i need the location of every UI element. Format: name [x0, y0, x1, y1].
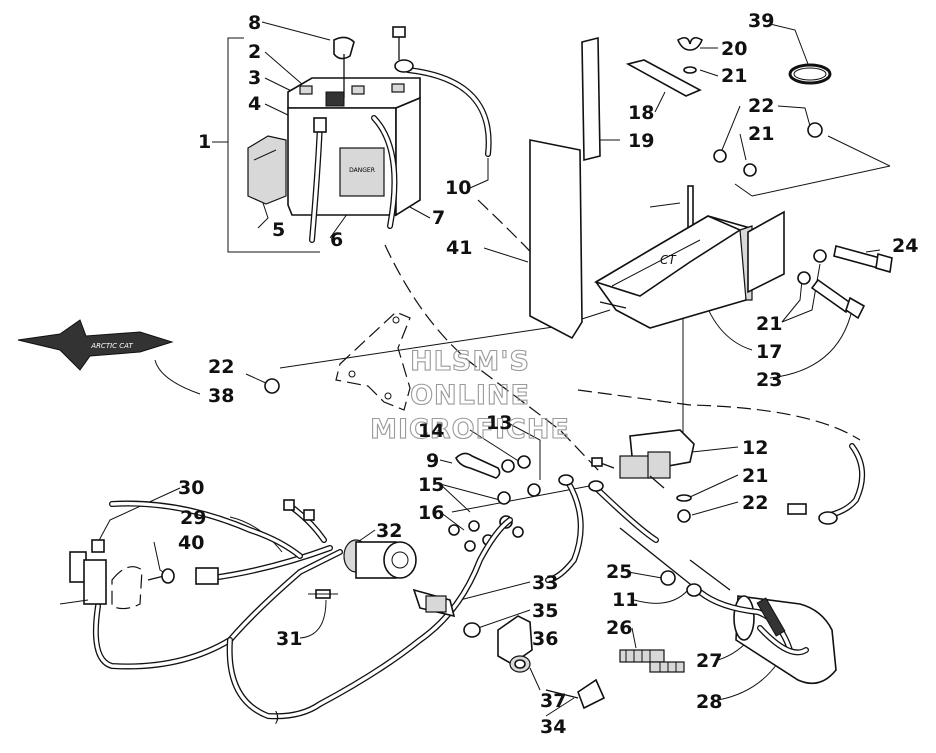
- terminal-hardware: [448, 452, 541, 552]
- callout-12: 12: [742, 437, 768, 459]
- starter-solenoid: [591, 429, 695, 489]
- callouts: 8 2 3 4 1 5 6 7 10 41 18 19 20 21 39 22 …: [178, 10, 918, 738]
- callout-9: 9: [426, 450, 439, 472]
- callout-40: 40: [178, 532, 204, 554]
- callout-29: 29: [180, 507, 206, 529]
- screw-40: [147, 568, 175, 584]
- washer-35: [463, 622, 481, 638]
- ignition-key: [545, 678, 606, 710]
- callout-25: 25: [606, 561, 632, 583]
- callout-11: 11: [612, 589, 638, 611]
- ignition-switch: [343, 539, 456, 618]
- springs: [619, 649, 685, 673]
- callout-8: 8: [248, 12, 261, 34]
- callout-37: 37: [540, 690, 566, 712]
- callout-17: 17: [756, 341, 782, 363]
- switch-nut: [509, 655, 531, 673]
- nut-25: [660, 570, 676, 586]
- callout-10: 10: [445, 177, 471, 199]
- callout-3: 3: [248, 67, 261, 89]
- battery-cable-negative: [309, 117, 327, 243]
- battery-cable-10: [392, 26, 492, 157]
- callout-16: 16: [418, 502, 444, 524]
- tray-bolts: [599, 245, 893, 320]
- callout-39: 39: [748, 10, 774, 32]
- callout-21-d: 21: [742, 465, 768, 487]
- callout-5: 5: [272, 219, 285, 241]
- logo-text: ARCTIC CAT: [90, 342, 133, 350]
- callout-28: 28: [696, 691, 722, 713]
- callout-30: 30: [178, 477, 204, 499]
- callout-41: 41: [446, 237, 472, 259]
- watermark-line-3: MICROFICHE: [370, 414, 570, 445]
- callout-19: 19: [628, 130, 654, 152]
- watermark-line-1: HLSM'S: [410, 346, 530, 377]
- svg-text:CT: CT: [660, 253, 677, 267]
- callout-21-a: 21: [721, 65, 747, 87]
- nuts-washers-top: [713, 122, 823, 177]
- battery-strap: [581, 36, 601, 162]
- hose-clamp: [788, 63, 832, 85]
- callout-14: 14: [418, 420, 444, 442]
- watermark: HLSM'S ONLINE MICROFICHE: [370, 345, 570, 445]
- callout-35: 35: [532, 600, 558, 622]
- callout-22-a: 22: [748, 95, 774, 117]
- battery-cover: [247, 135, 287, 205]
- mount-bracket: [335, 311, 411, 411]
- watermark-line-2: ONLINE: [410, 380, 530, 411]
- svg-text:): ): [274, 710, 279, 726]
- callout-27: 27: [696, 650, 722, 672]
- harness-connector: [59, 539, 143, 610]
- switch-plate: [497, 615, 533, 665]
- callout-21-c: 21: [756, 313, 782, 335]
- callout-24: 24: [892, 235, 918, 257]
- callout-18: 18: [628, 102, 654, 124]
- callout-15: 15: [418, 474, 444, 496]
- battery-plate: [529, 139, 583, 340]
- callout-21-b: 21: [748, 123, 774, 145]
- nut-22: [264, 378, 280, 394]
- wing-nut: [677, 36, 703, 74]
- battery-cable-7: [371, 115, 398, 229]
- callout-38: 38: [208, 385, 234, 407]
- terminal-boot: [333, 36, 355, 98]
- callout-20: 20: [721, 38, 747, 60]
- callout-6: 6: [330, 229, 343, 251]
- callout-34: 34: [540, 716, 566, 738]
- wiring-harness: ): [92, 499, 513, 726]
- solenoid-cables: [545, 474, 701, 593]
- callout-7: 7: [432, 207, 445, 229]
- callout-26: 26: [606, 617, 632, 639]
- fuse: [308, 589, 338, 599]
- callout-32: 32: [376, 520, 402, 542]
- callout-33: 33: [532, 572, 558, 594]
- callout-2: 2: [248, 41, 261, 63]
- callout-4: 4: [248, 93, 261, 115]
- callout-1: 1: [198, 131, 211, 153]
- starter-motor: [686, 559, 837, 685]
- starter-cable: [787, 443, 865, 525]
- callout-22-b: 22: [208, 356, 234, 378]
- solenoid-hardware: [676, 494, 692, 523]
- callout-13: 13: [486, 412, 512, 434]
- battery-warning-label: DANGER: [349, 167, 375, 174]
- callout-36: 36: [532, 628, 558, 650]
- reference-lines: [279, 135, 891, 513]
- battery: DANGER: [287, 77, 421, 217]
- battery-tray: CT: [594, 210, 785, 329]
- callout-31: 31: [276, 628, 302, 650]
- hold-down-bracket: [625, 59, 702, 97]
- callout-23: 23: [756, 369, 782, 391]
- callout-22-c: 22: [742, 492, 768, 514]
- arctic-cat-logo: ARCTIC CAT: [17, 319, 174, 371]
